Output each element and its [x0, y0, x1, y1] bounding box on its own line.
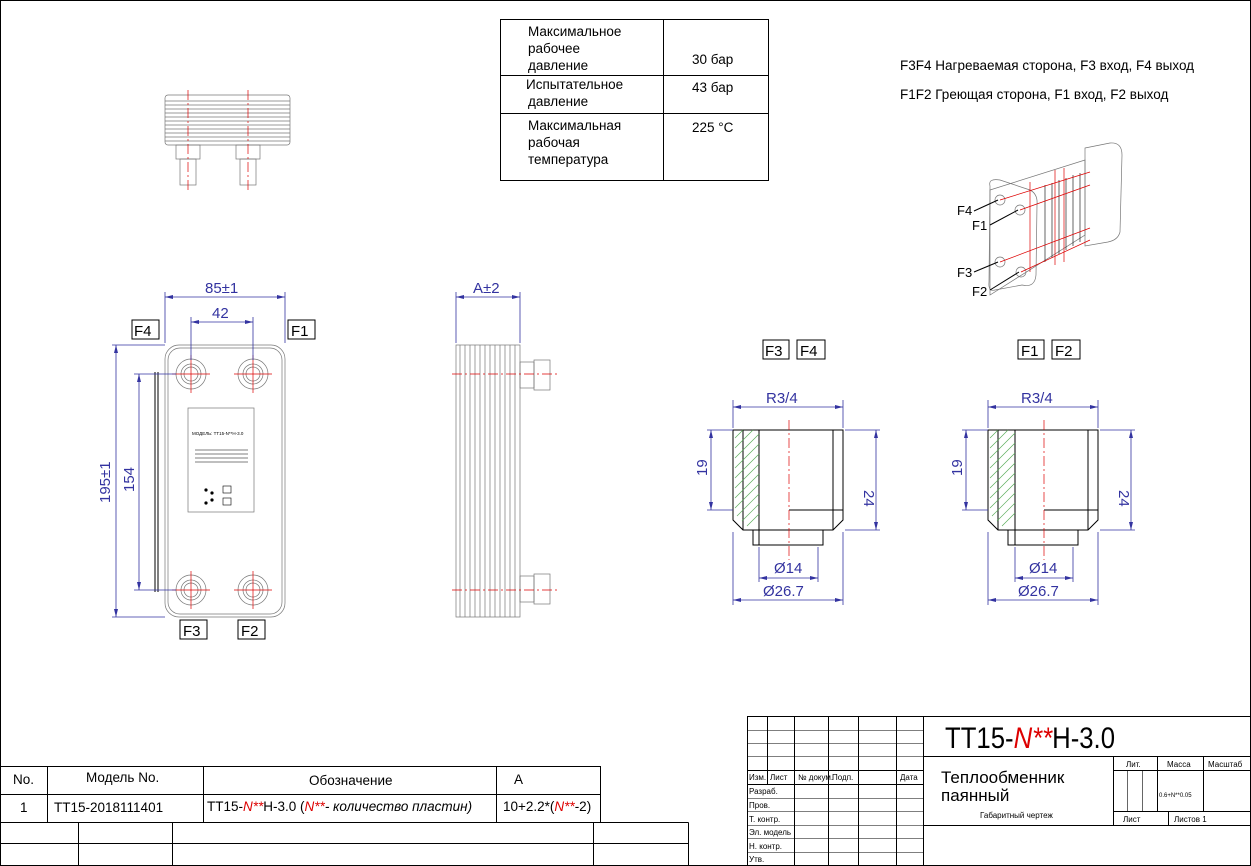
tb-subtitle: Габаритный чертеж — [980, 811, 1053, 820]
dim-port-spacing-v: 154 — [121, 467, 138, 492]
dim-thickness: A±2 — [473, 280, 500, 297]
bom-row-a: 10+2.2*(N**-2) — [503, 799, 591, 814]
side-dims: A±2 — [455, 280, 521, 343]
conn-right-tag-1: F1 — [1021, 343, 1039, 360]
front-port-tags: F4 F1 F3 F2 — [131, 319, 316, 640]
tb-mass: Масса — [1167, 760, 1191, 769]
tb-row-norm-control: Н. контр. — [749, 842, 782, 851]
spec-row3-label-l1: Максимальная — [528, 118, 621, 133]
iso-label-f4: F4 — [957, 203, 972, 218]
bom-row-designation: TT15-N**H-3.0 (N**- количество пластин) — [207, 799, 472, 814]
spec-row3-label-l2: рабочая — [528, 135, 580, 150]
tb-drawing-code: TT15-N**H-3.0 — [945, 722, 1115, 755]
conn-left-thread: R3/4 — [766, 390, 798, 407]
spec-row3-value: 225 °C — [692, 120, 734, 135]
spec-row1-label-l2: рабочее — [528, 41, 580, 56]
spec-row1-value: 30 бар — [692, 52, 733, 67]
dim-width-overall: 85±1 — [205, 280, 238, 297]
iso-label-f2: F2 — [972, 284, 987, 299]
front-view: МОДЕЛЬ: TT15-N**H-3.0 — [154, 344, 286, 618]
conn-right-h-thread: 19 — [949, 459, 966, 476]
conn-left-tag-1: F3 — [765, 343, 783, 360]
bom-row-model: TT15-2018111401 — [54, 800, 163, 815]
tb-row-developed: Разраб. — [749, 787, 778, 796]
conn-right-tag-2: F2 — [1055, 343, 1073, 360]
connection-detail-right: F1 F2 R3/4 19 — [949, 339, 1135, 605]
conn-left-h-thread: 19 — [694, 459, 711, 476]
note-heating-side: F1F2 Греющая сторона, F1 вход, F2 выход — [900, 87, 1168, 102]
tb-row-approved: Утв. — [749, 855, 764, 864]
spec-row1-label-l3: давление — [528, 58, 588, 73]
dim-port-spacing-h: 42 — [212, 305, 229, 322]
bom-header-no: No. — [13, 772, 34, 787]
conn-left-tag-2: F4 — [800, 343, 818, 360]
tb-sheet: Лист — [1123, 815, 1141, 824]
tb-row-tech-control: Т. контр. — [749, 815, 780, 824]
spec-row3-label-l3: температура — [528, 152, 609, 167]
spec-row2-label-l2: давление — [528, 94, 588, 109]
side-view — [452, 344, 560, 618]
conn-left-d-inner: Ø14 — [774, 560, 802, 577]
tag-f1: F1 — [291, 323, 309, 340]
top-view — [164, 90, 291, 190]
tb-col-doc: № докум. — [798, 773, 833, 782]
tb-lit: Лит. — [1126, 760, 1141, 769]
tb-scale: Масштаб — [1208, 760, 1243, 769]
iso-label-f3: F3 — [957, 265, 972, 280]
tb-mass-value: 0.6+N**0.05 — [1159, 793, 1192, 799]
spec-row2-label-l1: Испытательное — [526, 77, 623, 92]
iso-label-f1: F1 — [972, 218, 987, 233]
conn-right-d-outer: Ø26.7 — [1018, 583, 1059, 600]
spec-row1-label-l1: Максимальное — [528, 24, 621, 39]
conn-right-h-total: 24 — [1115, 490, 1132, 507]
tb-row-checked: Пров. — [749, 801, 770, 810]
tb-col-list: Лист — [770, 773, 788, 782]
conn-left-h-total: 24 — [860, 490, 877, 507]
svg-text:МОДЕЛЬ: TT15-N**H-3.0: МОДЕЛЬ: TT15-N**H-3.0 — [192, 431, 244, 436]
tb-row-e-model: Эл. модель — [749, 828, 791, 837]
conn-right-d-inner: Ø14 — [1029, 560, 1057, 577]
bom-header-a: A — [514, 772, 523, 787]
bom-header-designation: Обозначение — [309, 773, 393, 788]
tb-sheets: Листов 1 — [1174, 815, 1207, 824]
note-heated-side: F3F4 Нагреваемая сторона, F3 вход, F4 вы… — [900, 58, 1194, 73]
tb-col-date: Дата — [900, 773, 918, 782]
dim-height-overall: 195±1 — [97, 461, 114, 503]
spec-table: Максимальное рабочее давление 30 бар Исп… — [500, 19, 769, 181]
tag-f4: F4 — [134, 323, 152, 340]
isometric-view: F4 F1 F3 F2 — [957, 142, 1123, 299]
bom-table: No. Модель No. Обозначение A 1 TT15-2018… — [0, 766, 689, 866]
conn-left-d-outer: Ø26.7 — [763, 583, 804, 600]
tb-col-sign: Подп. — [832, 773, 853, 782]
tag-f3: F3 — [183, 623, 201, 640]
tb-col-izm: Изм. — [749, 773, 766, 782]
bom-header-model: Модель No. — [86, 770, 159, 785]
title-block: Изм. Лист № докум. Подп. Дата Разраб. Пр… — [747, 716, 1251, 866]
conn-right-thread: R3/4 — [1021, 390, 1053, 407]
bom-row-no: 1 — [20, 800, 28, 815]
front-dims: 85±1 42 195±1 154 — [97, 280, 286, 618]
tb-name-line2: паянный — [941, 786, 1009, 805]
connection-detail-left: F3 F4 R3/4 19 — [694, 339, 880, 605]
spec-row2-value: 43 бар — [692, 80, 733, 95]
tag-f2: F2 — [241, 623, 259, 640]
tb-name-line1: Теплообменник — [941, 768, 1065, 787]
